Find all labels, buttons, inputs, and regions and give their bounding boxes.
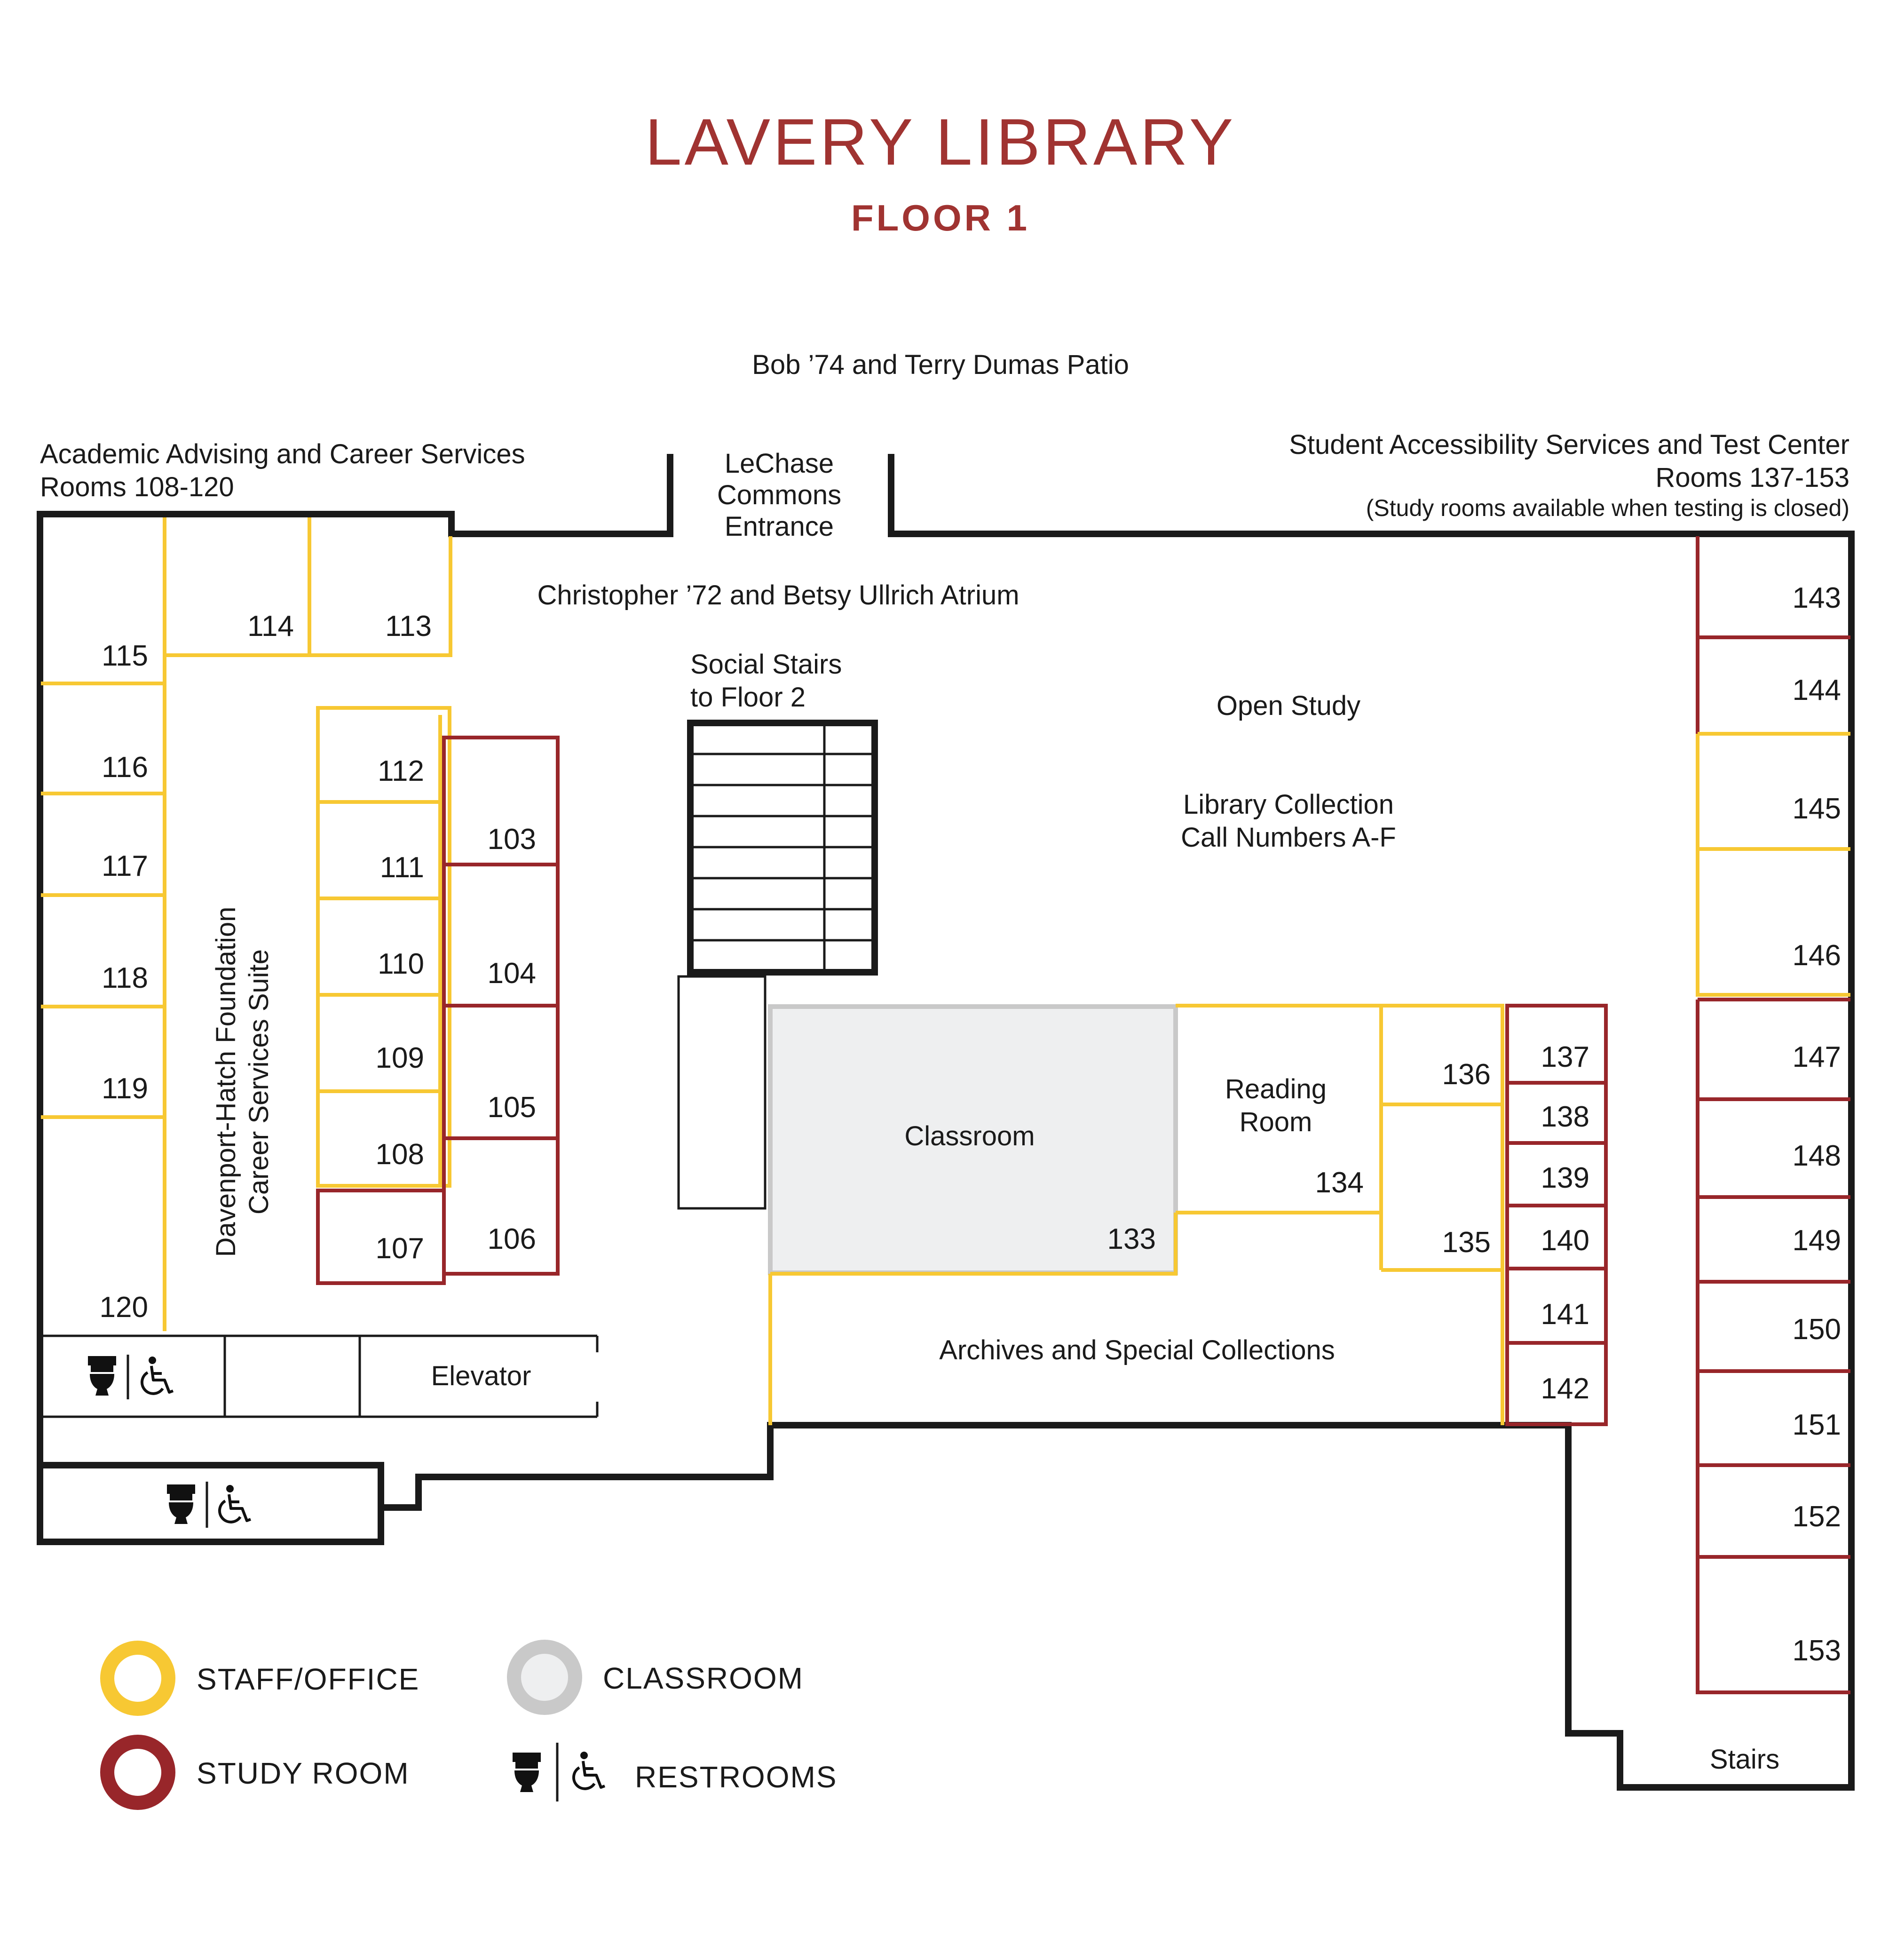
room-number: 109 — [376, 1042, 424, 1074]
room-numbers: 115 114 113 116 117 118 119 120 112 111 … — [100, 582, 1841, 1667]
room-number: 143 — [1793, 582, 1841, 614]
wheelchair-icon — [142, 1357, 173, 1394]
room-number: 113 — [385, 610, 432, 643]
map-title: LAVERY LIBRARY — [645, 105, 1236, 179]
room-number: 119 — [102, 1072, 148, 1105]
restroom-icon-group — [88, 1355, 173, 1399]
room-number: 111 — [380, 851, 424, 884]
room-number: 110 — [378, 948, 424, 980]
room-number: 150 — [1793, 1313, 1841, 1346]
legend-classroom-swatch — [507, 1640, 582, 1715]
outer-walls — [37, 454, 1855, 1791]
advising-rooms-label: Rooms 108-120 — [40, 472, 234, 502]
room-number: 108 — [376, 1138, 424, 1171]
wheelchair-icon — [574, 1752, 605, 1789]
legend-staff-swatch — [100, 1641, 175, 1716]
room-number: 106 — [488, 1223, 536, 1255]
sas-label: Student Accessibility Services and Test … — [1289, 429, 1849, 460]
room-number: 115 — [102, 640, 148, 672]
room-number: 137 — [1541, 1041, 1589, 1073]
legend-restrooms-label: RESTROOMS — [635, 1760, 837, 1794]
room-number: 144 — [1793, 674, 1841, 706]
collection-label: Library Collection — [1183, 789, 1394, 820]
entrance-label-3: Entrance — [725, 511, 834, 542]
atrium-label: Christopher ’72 and Betsy Ullrich Atrium — [537, 580, 1019, 611]
left-office-column — [41, 655, 166, 1331]
room-number: 151 — [1793, 1409, 1841, 1441]
toilet-icon — [88, 1356, 116, 1396]
elevator-bank — [39, 1334, 599, 1418]
room-number: 105 — [488, 1091, 536, 1124]
reading-room-label: Reading — [1225, 1074, 1327, 1104]
room-number: 146 — [1793, 939, 1841, 972]
room-number: 141 — [1541, 1298, 1589, 1331]
room-number: 147 — [1793, 1041, 1841, 1073]
room-number: 148 — [1793, 1140, 1841, 1172]
room-number: 135 — [1442, 1226, 1491, 1259]
room-number: 140 — [1541, 1224, 1589, 1257]
archives-area — [768, 1213, 1178, 1425]
legend-staff-label: STAFF/OFFICE — [197, 1662, 419, 1696]
entrance-label-2: Commons — [717, 480, 841, 510]
stairs-label: Stairs — [1710, 1744, 1779, 1775]
social-stairs-label-2: to Floor 2 — [690, 682, 806, 713]
wheelchair-icon — [220, 1485, 251, 1522]
room-number: 116 — [102, 751, 148, 784]
elevator-label: Elevator — [431, 1361, 531, 1391]
study-rooms-left — [316, 736, 560, 1285]
advising-label: Academic Advising and Career Services — [40, 439, 525, 469]
study-rooms-center — [1505, 1004, 1608, 1426]
room-number: 103 — [488, 823, 536, 856]
room-number: 149 — [1793, 1224, 1841, 1257]
reading-room-label-2: Room — [1240, 1107, 1312, 1137]
room-number: 112 — [378, 755, 424, 787]
classroom-133 — [768, 1004, 1178, 1275]
middle-offices — [316, 706, 451, 1188]
room-number: 117 — [102, 850, 148, 882]
room-number: 145 — [1793, 793, 1841, 825]
room-number: 104 — [488, 957, 536, 990]
social-stairs-label: Social Stairs — [690, 649, 842, 680]
room-number: 136 — [1442, 1058, 1491, 1091]
classroom-label: Classroom — [904, 1121, 1035, 1151]
room-number: 107 — [376, 1232, 424, 1265]
legend-study-swatch — [100, 1735, 175, 1810]
social-stairs — [677, 720, 878, 1210]
sas-rooms-label: Rooms 137-153 — [1655, 462, 1849, 493]
entrance-label: LeChase — [725, 448, 834, 479]
right-column-rooms — [1696, 536, 1850, 1694]
room-number: 118 — [102, 962, 148, 994]
room-number: 153 — [1793, 1635, 1841, 1667]
toilet-icon — [513, 1753, 541, 1792]
sas-note-label: (Study rooms available when testing is c… — [1366, 495, 1849, 521]
collection-label-2: Call Numbers A-F — [1181, 822, 1396, 853]
open-study-label: Open Study — [1217, 690, 1360, 721]
legend-study-label: STUDY ROOM — [197, 1756, 410, 1790]
room-number: 138 — [1541, 1101, 1589, 1133]
patio-label: Bob ’74 and Terry Dumas Patio — [752, 349, 1129, 380]
floor-subtitle: FLOOR 1 — [851, 197, 1030, 238]
room-number: 152 — [1793, 1500, 1841, 1533]
toilet-icon — [167, 1484, 195, 1524]
suite-label-2: Career Services Suite — [244, 949, 274, 1214]
room-number: 133 — [1107, 1223, 1156, 1255]
legend: STAFF/OFFICE STUDY ROOM CLASSROOM RESTRO… — [100, 1640, 837, 1810]
room-number: 134 — [1315, 1166, 1364, 1199]
room-number: 120 — [100, 1291, 148, 1324]
room-number: 142 — [1541, 1373, 1589, 1405]
room-number: 139 — [1541, 1162, 1589, 1194]
top-offices — [163, 517, 452, 657]
suite-label: Davenport-Hatch Foundation — [211, 907, 241, 1257]
legend-classroom-label: CLASSROOM — [603, 1661, 804, 1695]
archives-label: Archives and Special Collections — [939, 1335, 1335, 1365]
reading-offices — [1176, 1004, 1504, 1425]
restroom-icon-group-lower — [167, 1482, 251, 1528]
room-number: 114 — [247, 610, 294, 643]
